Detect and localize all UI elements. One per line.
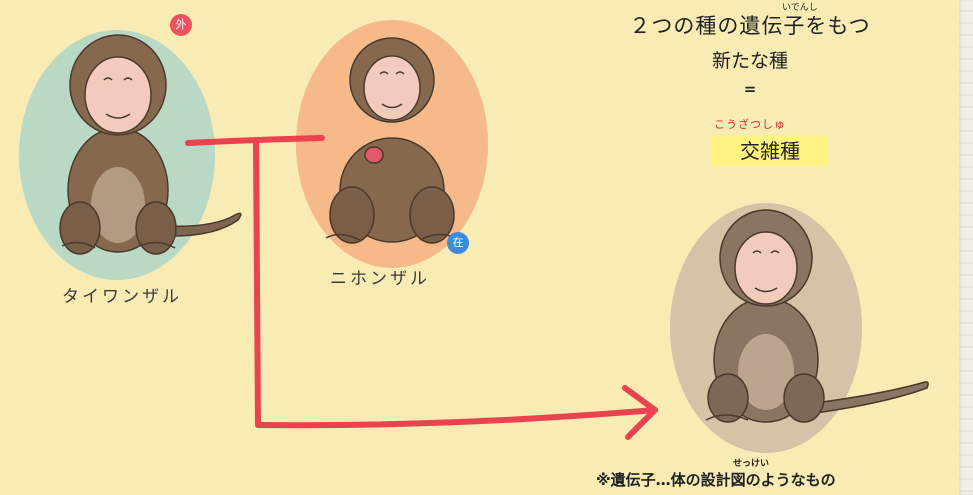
japanese-macaque-illustration [325,37,457,244]
hybrid-macaque-illustration [705,209,929,423]
cross-arrow [185,135,658,440]
paper-edge [959,0,973,495]
title-line2: 新たな種 [711,50,788,72]
design-ruby: せっけい [733,459,770,469]
taiwan-macaque-label: タイワンザル [62,287,182,307]
gene-footnote: ※遺伝子…体の設計図のようなもの [596,471,836,489]
invasive-badge: 外 [170,14,192,36]
gene-ruby: いでんし [782,3,818,13]
equals-sign: = [743,80,757,98]
japanese-macaque-label: ニホンザル [330,269,430,289]
taiwan-macaque-illustration [59,34,242,255]
hybrid-term: 交雑種 [712,136,828,166]
native-badge: 在 [447,232,469,254]
title-line1: ２つの種の遺伝子をもつ [629,14,871,38]
hybrid-ruby: こうざつしゅ [714,118,786,131]
